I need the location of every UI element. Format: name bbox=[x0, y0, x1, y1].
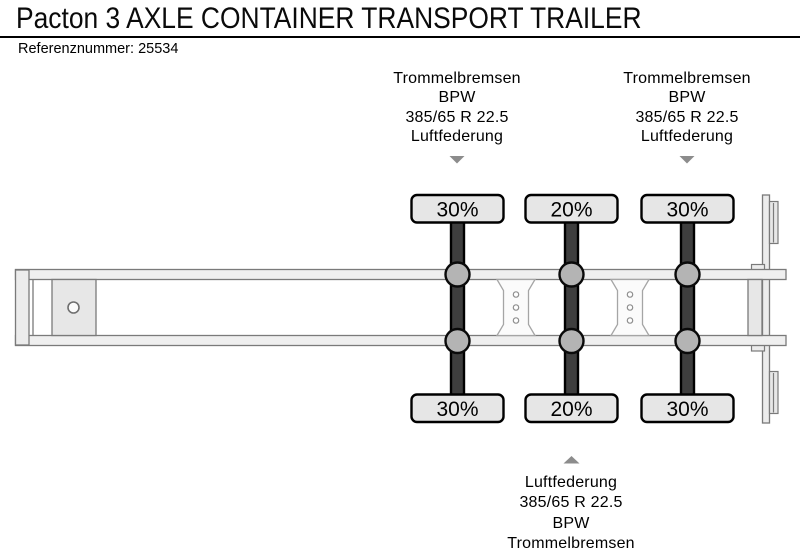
title-divider bbox=[0, 36, 800, 38]
spec-line-suspension: Luftfederung bbox=[640, 128, 734, 146]
wheel-axle2-bottom bbox=[558, 327, 585, 355]
reference-number-value: 25534 bbox=[138, 41, 179, 57]
spec-line-axle-brand: BPW bbox=[668, 89, 706, 107]
load-label-value: 30% bbox=[436, 199, 478, 222]
load-label-box bbox=[410, 393, 505, 424]
load-label-box bbox=[524, 193, 619, 224]
crossmember-hole bbox=[512, 317, 520, 324]
spec-block-axle-3: Trommelbremsen BPW 385/65 R 22.5 Luftfed… bbox=[572, 69, 800, 147]
spec-line-tyre-size: 385/65 R 22.5 bbox=[519, 494, 623, 512]
chassis-frame bbox=[14, 268, 787, 347]
arrow-down-icon bbox=[449, 156, 465, 164]
spec-line-brakes: Trommelbremsen bbox=[623, 70, 751, 87]
wheel-axle1-top bbox=[444, 261, 471, 288]
load-label-axle1-bottom: 30% bbox=[410, 393, 505, 424]
page-title-text: Pacton 3 AXLE CONTAINER TRANSPORT TRAILE… bbox=[16, 2, 642, 35]
spec-line-suspension: Luftfederung bbox=[410, 128, 504, 146]
reference-number-label: Referenznummer: bbox=[18, 41, 135, 57]
load-label-axle3-bottom: 30% bbox=[640, 393, 735, 424]
spec-line-tyre-size: 385/65 R 22.5 bbox=[405, 108, 509, 126]
crossmember-hole bbox=[626, 291, 634, 298]
load-label-axle2-bottom: 20% bbox=[524, 393, 619, 424]
spec-line-brakes: Trommelbremsen bbox=[393, 70, 521, 87]
crossmember-hole bbox=[626, 304, 634, 311]
rear-crossmember bbox=[747, 278, 763, 337]
load-label-value: 20% bbox=[550, 398, 592, 421]
spec-block-axle-2: Luftfederung 385/65 R 22.5 BPW Trommelbr… bbox=[456, 473, 686, 552]
frame-rail-top bbox=[14, 268, 787, 281]
reference-number-line: Referenznummer: 25534 bbox=[18, 41, 178, 58]
load-label-box bbox=[524, 393, 619, 424]
spec-line-axle-brand: BPW bbox=[552, 514, 590, 532]
load-label-axle1-top: 30% bbox=[410, 193, 505, 224]
kingpin bbox=[67, 301, 80, 314]
frame-rail-bottom bbox=[14, 334, 787, 347]
crossmember-hole bbox=[626, 317, 634, 324]
load-label-box bbox=[640, 193, 735, 224]
spec-block-axle-1: Trommelbremsen BPW 385/65 R 22.5 Luftfed… bbox=[342, 69, 572, 147]
wheel-axle2-top bbox=[558, 261, 585, 288]
load-label-box bbox=[640, 393, 735, 424]
wheel-axle1-bottom bbox=[444, 327, 471, 355]
crossmember-plate-2 bbox=[609, 278, 651, 337]
load-label-value: 30% bbox=[666, 398, 708, 421]
load-label-box bbox=[410, 193, 505, 224]
spec-line-suspension: Luftfederung bbox=[524, 474, 618, 491]
load-label-axle3-top: 30% bbox=[640, 193, 735, 224]
arrow-up-icon bbox=[563, 456, 580, 464]
load-label-value: 30% bbox=[436, 398, 478, 421]
crossmember-hole bbox=[512, 304, 520, 311]
axle-3 bbox=[679, 204, 696, 412]
wheel-axle3-top bbox=[674, 261, 701, 288]
crossmember-plate-1 bbox=[495, 278, 537, 337]
load-label-value: 30% bbox=[666, 199, 708, 222]
axle-2 bbox=[563, 204, 580, 412]
arrow-down-icon bbox=[679, 156, 695, 164]
page-title: Pacton 3 AXLE CONTAINER TRANSPORT TRAILE… bbox=[16, 2, 727, 36]
wheel-axle3-bottom bbox=[674, 327, 701, 355]
load-label-axle2-top: 20% bbox=[524, 193, 619, 224]
spec-line-brakes: Trommelbremsen bbox=[507, 535, 635, 552]
axle-1 bbox=[449, 204, 466, 412]
spec-line-tyre-size: 385/65 R 22.5 bbox=[635, 108, 739, 126]
crossmember-hole bbox=[512, 291, 520, 298]
spec-line-axle-brand: BPW bbox=[438, 89, 476, 107]
rear-bumper-bar bbox=[761, 194, 771, 424]
load-label-value: 20% bbox=[550, 199, 592, 222]
front-crossmember bbox=[14, 269, 30, 346]
